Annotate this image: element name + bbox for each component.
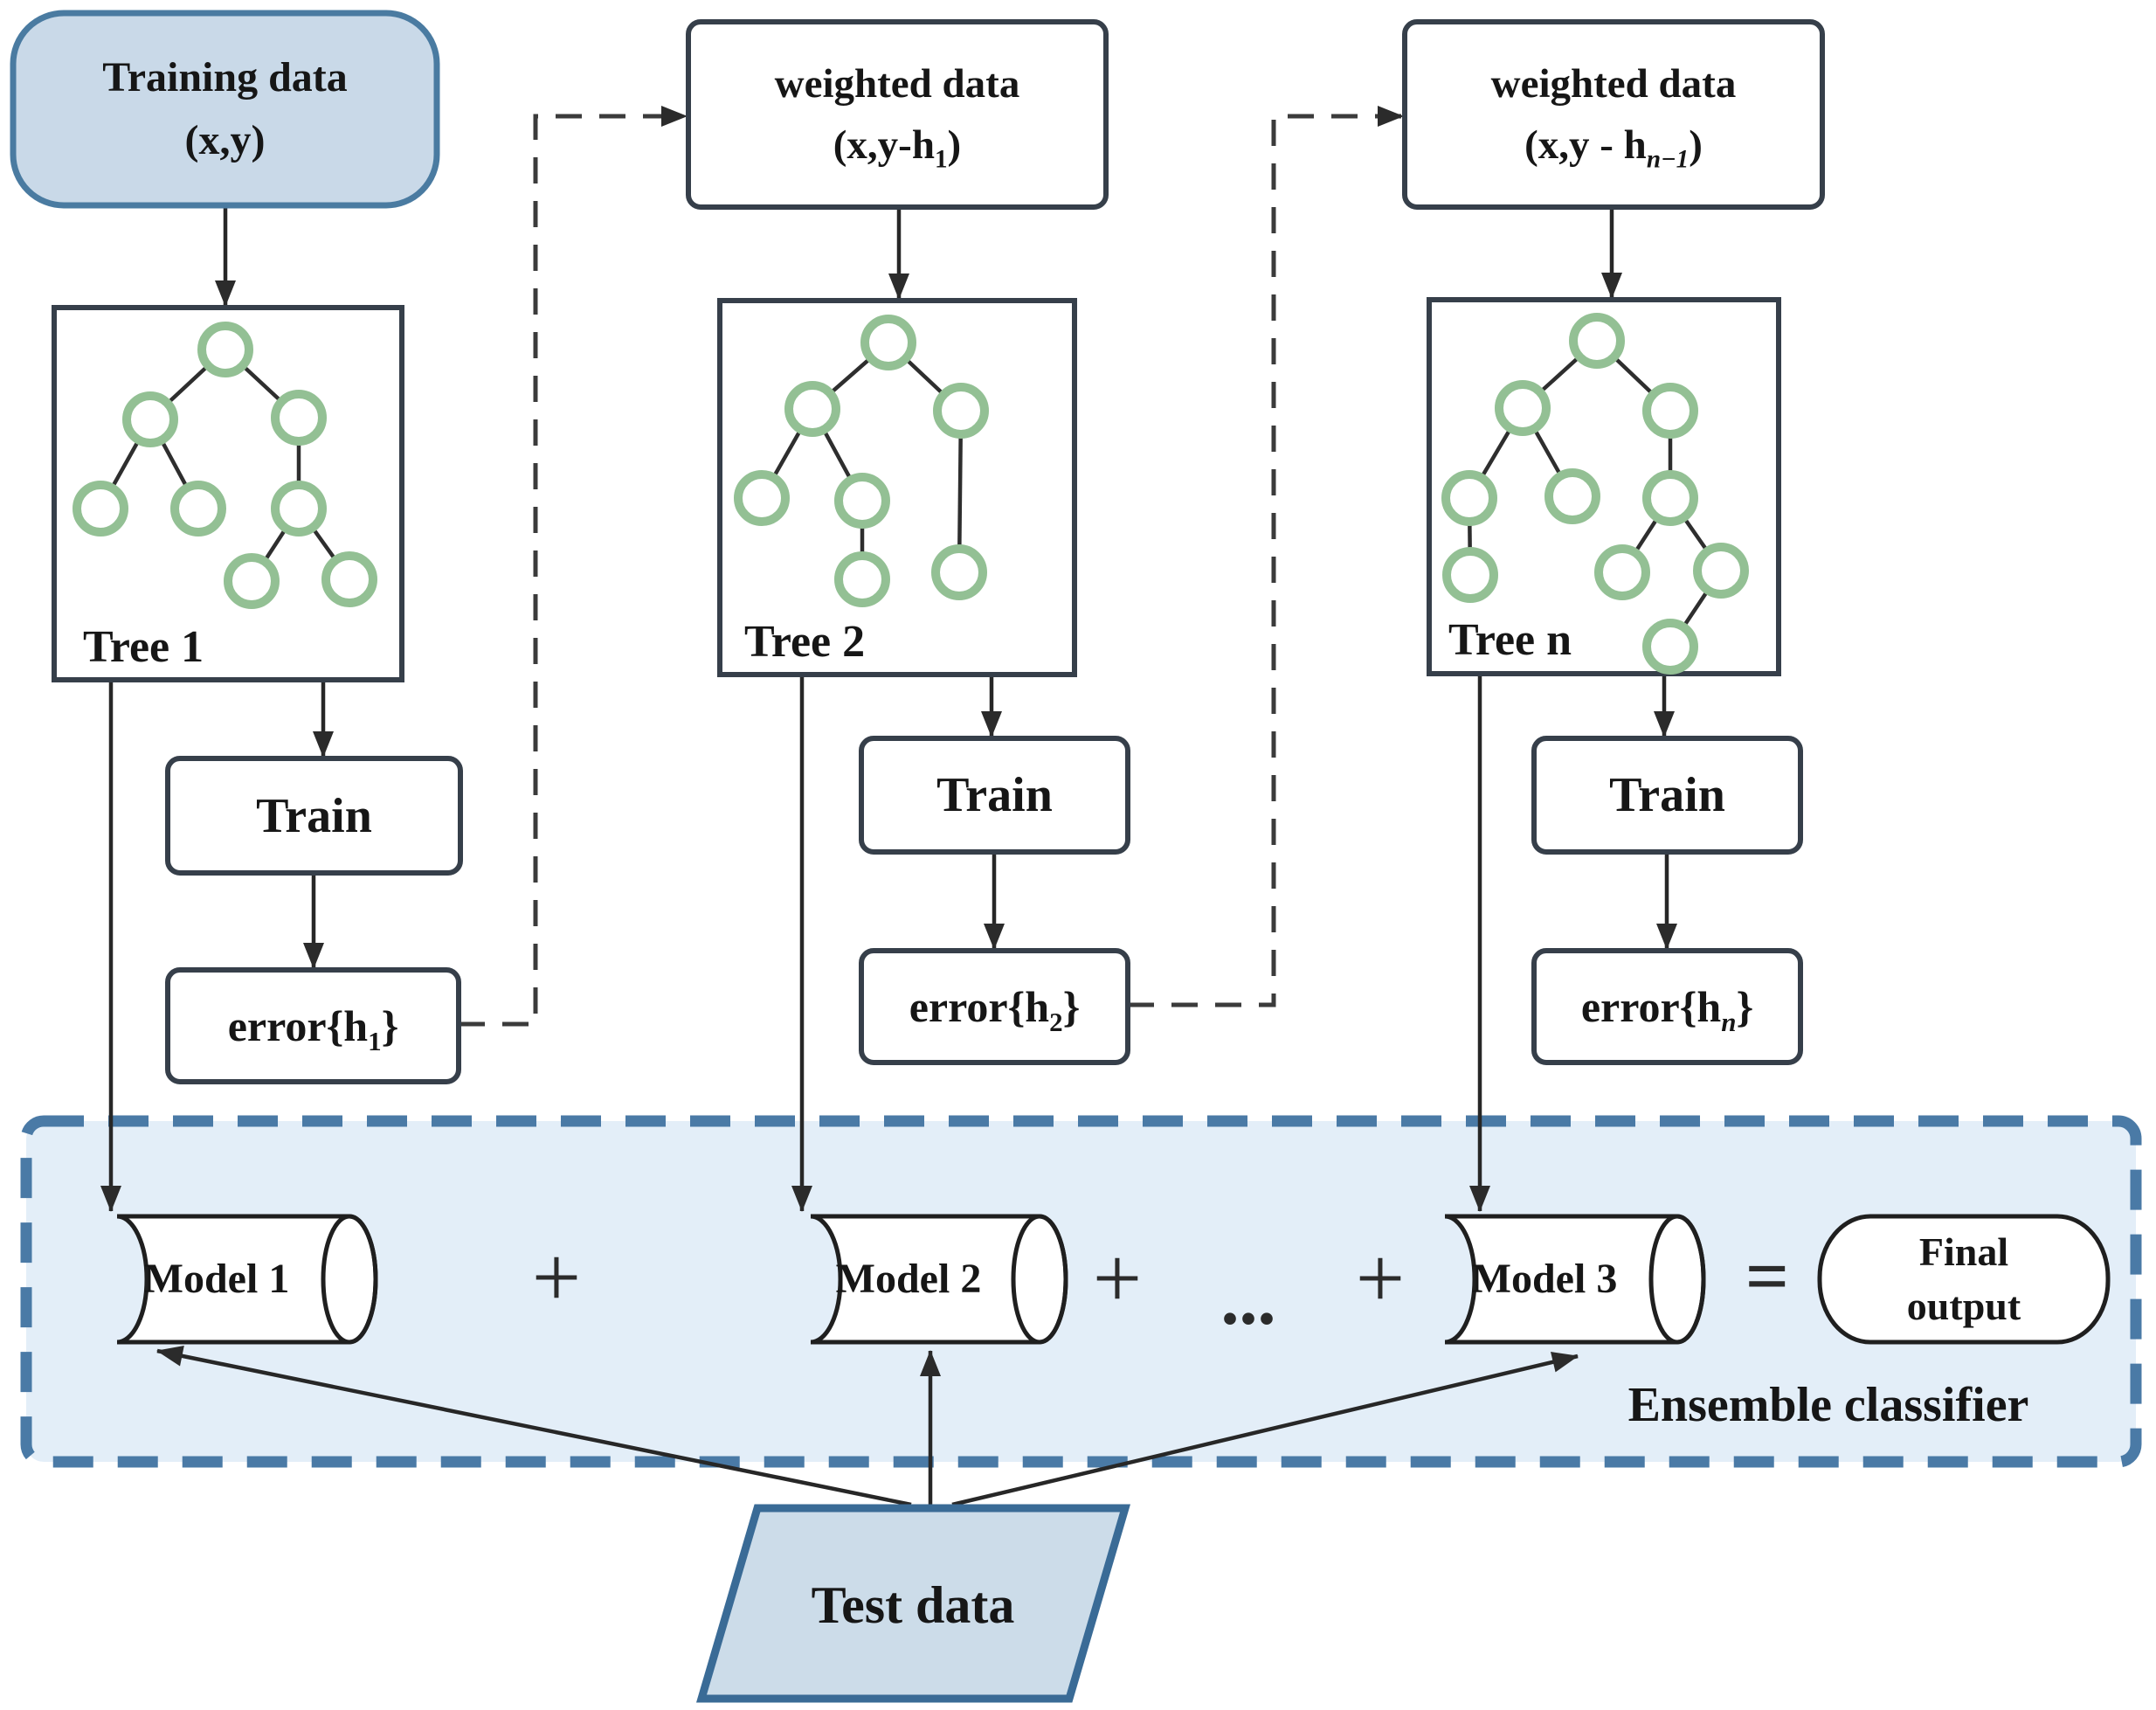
test-data-parallelogram <box>695 1504 1131 1703</box>
model-3-cylinder <box>1444 1214 1706 1345</box>
error2-to-weighted-data-dashed-arrow <box>1128 106 1404 1007</box>
error-n-box <box>1531 948 1803 1065</box>
testdata-to-model3-arrow <box>951 1352 1579 1507</box>
tree-2-nodes <box>734 315 989 607</box>
error-2-box <box>859 948 1130 1065</box>
train-1-box <box>165 756 463 876</box>
arrow-group <box>100 207 1677 1507</box>
ensemble-classifier-box <box>20 1115 2142 1468</box>
weighted-data-1-box <box>686 19 1109 210</box>
error1-to-weighted-data-dashed-arrow <box>459 106 688 1027</box>
model-1-cylinder <box>116 1214 378 1345</box>
training-data-box <box>10 10 440 209</box>
train-2-box <box>859 736 1130 855</box>
weighted-data-2-box <box>1402 19 1825 210</box>
final-output-capsule <box>1817 1214 2111 1345</box>
error-1-box <box>165 967 461 1084</box>
testdata-to-model1-arrow <box>156 1346 912 1507</box>
tree-1-nodes <box>73 322 377 609</box>
tree-n-nodes <box>1441 313 1749 675</box>
train-n-box <box>1531 736 1803 855</box>
model-2-cylinder <box>810 1214 1068 1345</box>
